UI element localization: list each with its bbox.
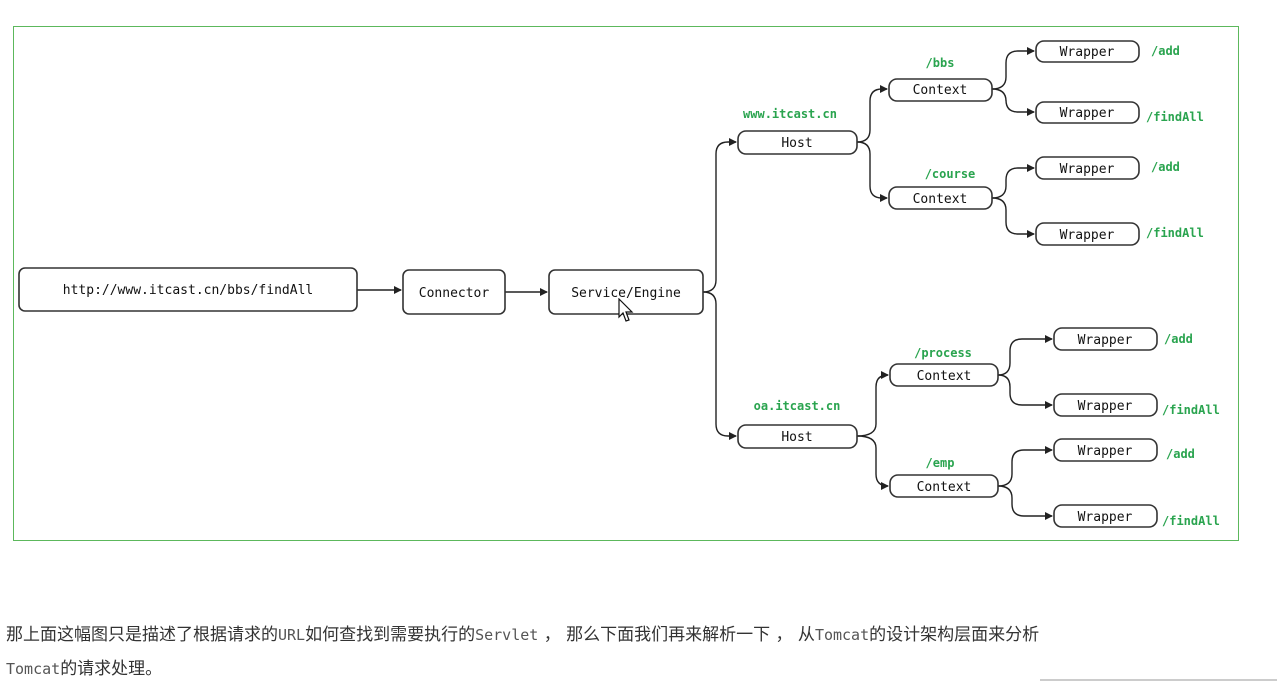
mouse-pointer-icon (618, 298, 634, 322)
edges (357, 47, 1053, 520)
context-node-emp: Context (889, 474, 999, 498)
svg-text:Wrapper: Wrapper (1078, 399, 1133, 414)
context-label-process: /process (914, 346, 972, 360)
wrapper-label-process-findall: /findAll (1162, 403, 1220, 417)
edge-host2-emp (856, 435, 889, 490)
context-label-emp: /emp (926, 456, 955, 470)
context-node-process: Context (889, 363, 999, 387)
wrapper-label-course-findall: /findAll (1146, 226, 1204, 240)
edge-host2-process (856, 371, 889, 437)
caption-text-5: 的请求处理。 (60, 659, 163, 679)
svg-text:Host: Host (781, 430, 812, 445)
wrapper-node-bbs-add: Wrapper (1035, 40, 1140, 63)
edge-host1-bbs (856, 85, 888, 143)
caption-code-tomcat-2: Tomcat (6, 660, 61, 678)
edge-emp-w7 (997, 446, 1053, 487)
diagram-frame (13, 26, 1239, 541)
wrapper-label-course-add: /add (1151, 160, 1180, 174)
edge-process-w5 (997, 335, 1053, 376)
wrapper-label-process-add: /add (1164, 332, 1193, 346)
caption-text-4: 的设计架构层面来分析 (869, 625, 1040, 645)
edge-host1-course (856, 141, 888, 202)
edge-course-w3 (991, 164, 1035, 199)
svg-text:http://www.itcast.cn/bbs/findA: http://www.itcast.cn/bbs/findAll (63, 283, 313, 298)
wrapper-label-emp-findall: /findAll (1162, 514, 1220, 528)
host-label-oa: oa.itcast.cn (754, 399, 841, 413)
context-node-bbs: Context (888, 78, 993, 102)
edge-engine-host1 (702, 138, 737, 293)
svg-text:Wrapper: Wrapper (1078, 510, 1133, 525)
wrapper-label-bbs-findall: /findAll (1146, 110, 1204, 124)
host-node-www: Host (737, 130, 858, 155)
host-label-www: www.itcast.cn (743, 107, 837, 121)
svg-text:Service/Engine: Service/Engine (571, 286, 681, 301)
svg-text:Wrapper: Wrapper (1060, 45, 1115, 60)
caption-text-1: 那上面这幅图只是描述了根据请求的 (6, 625, 278, 645)
svg-text:Context: Context (917, 480, 972, 495)
wrapper-node-course-add: Wrapper (1035, 156, 1140, 180)
wrapper-node-course-findall: Wrapper (1035, 222, 1140, 246)
edge-engine-host2 (702, 291, 737, 440)
svg-text:Wrapper: Wrapper (1060, 228, 1115, 243)
edge-course-w4 (991, 197, 1035, 238)
wrapper-label-emp-add: /add (1166, 447, 1195, 461)
caption-code-servlet: Servlet (475, 626, 539, 644)
svg-text:Context: Context (917, 369, 972, 384)
caption-paragraph: 那上面这幅图只是描述了根据请求的URL如何查找到需要执行的Servlet ， 那… (6, 618, 1256, 686)
svg-text:Context: Context (913, 192, 968, 207)
host-node-oa: Host (737, 424, 858, 449)
context-label-bbs: /bbs (926, 56, 955, 70)
edge-bbs-w2 (991, 88, 1035, 116)
svg-text:Host: Host (781, 136, 812, 151)
wrapper-node-bbs-findall: Wrapper (1035, 101, 1140, 124)
wrapper-node-process-add: Wrapper (1053, 327, 1158, 351)
svg-text:Wrapper: Wrapper (1078, 333, 1133, 348)
svg-text:Wrapper: Wrapper (1060, 106, 1115, 121)
svg-text:Wrapper: Wrapper (1060, 162, 1115, 177)
wrapper-node-emp-add: Wrapper (1053, 438, 1158, 462)
edge-bbs-w1 (991, 47, 1035, 90)
caption-code-url: URL (278, 626, 306, 644)
caption-code-tomcat-1: Tomcat (814, 626, 870, 644)
url-node: http://www.itcast.cn/bbs/findAll (18, 267, 358, 312)
svg-text:Wrapper: Wrapper (1078, 444, 1133, 459)
caption-text-2: 如何查找到需要执行的 (305, 625, 476, 645)
edge-emp-w8 (997, 485, 1053, 520)
svg-text:Context: Context (913, 83, 968, 98)
edge-process-w6 (997, 374, 1053, 409)
context-label-course: /course (925, 167, 976, 181)
caption-text-3: ， 那么下面我们再来解析一下 ， 从 (538, 625, 815, 645)
context-node-course: Context (888, 186, 993, 210)
wrapper-node-process-findall: Wrapper (1053, 393, 1158, 417)
divider (1040, 679, 1277, 681)
wrapper-node-emp-findall: Wrapper (1053, 504, 1158, 528)
connector-node: Connector (402, 269, 506, 315)
wrapper-label-bbs-add: /add (1151, 44, 1180, 58)
svg-text:Connector: Connector (419, 286, 490, 301)
